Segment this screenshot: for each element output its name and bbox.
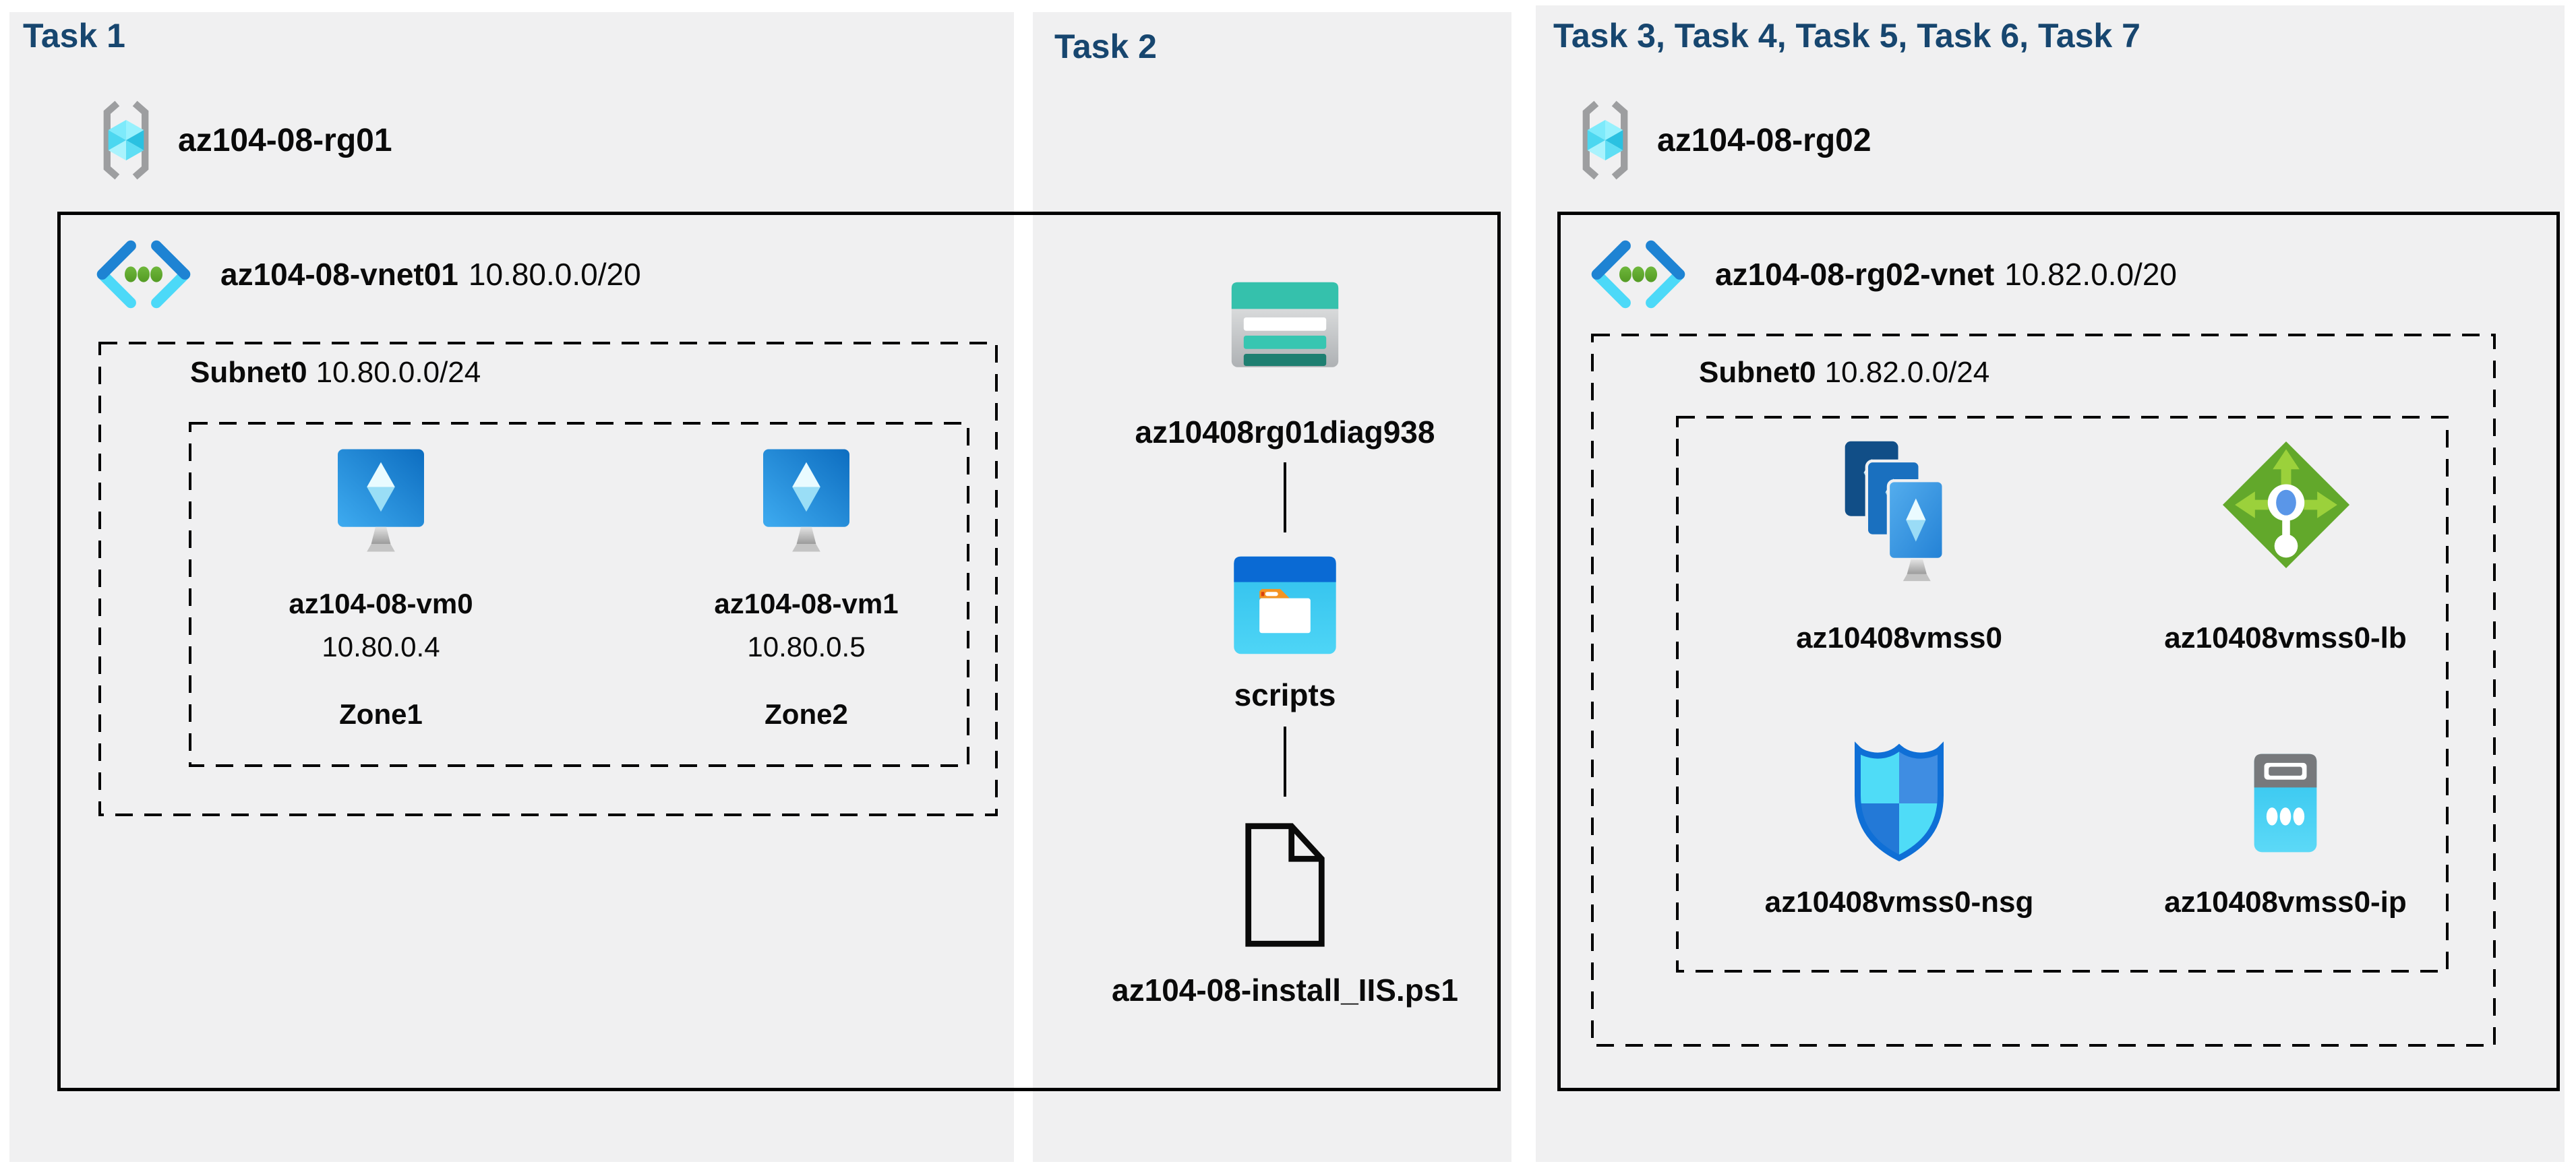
vm-ip: 10.80.0.5 bbox=[747, 631, 866, 663]
virtual-network-icon bbox=[96, 240, 191, 309]
virtual-machine-icon bbox=[763, 449, 849, 552]
vnet-row: az104-08-rg02-vnet 10.82.0.0/20 bbox=[1588, 239, 2177, 310]
subnet-label: Subnet0 10.80.0.0/24 bbox=[190, 356, 481, 390]
virtual-machine-icon bbox=[338, 449, 424, 552]
connector-line bbox=[1284, 727, 1286, 797]
subnet-name: Subnet0 bbox=[190, 356, 307, 389]
load-balancer-icon bbox=[2222, 441, 2350, 569]
script-file-name: az104-08-install_IIS.ps1 bbox=[1112, 973, 1458, 1008]
task2-title: Task 2 bbox=[1054, 28, 1157, 65]
vnet-cidr: 10.82.0.0/20 bbox=[2004, 257, 2177, 292]
vm-group-dashed-box bbox=[189, 422, 969, 767]
nsg-name: az10408vmss0-nsg bbox=[1764, 886, 2034, 919]
container-name: scripts bbox=[1234, 677, 1336, 712]
subnet-cidr: 10.82.0.0/24 bbox=[1824, 356, 1990, 389]
vnet-name: az104-08-vnet01 bbox=[220, 257, 458, 292]
vm-name: az104-08-vm0 bbox=[289, 588, 473, 619]
script-file-icon bbox=[1245, 823, 1325, 947]
vmss-name: az10408vmss0 bbox=[1796, 621, 2002, 654]
virtual-network-icon bbox=[1591, 240, 1685, 309]
resource-group-icon bbox=[1582, 100, 1628, 180]
public-ip-icon bbox=[2254, 754, 2317, 853]
resource-group-row: az104-08-rg02 bbox=[1574, 98, 1871, 182]
resource-group-icon bbox=[103, 100, 149, 180]
resource-group-name: az104-08-rg02 bbox=[1657, 122, 1871, 158]
resource-group-name: az104-08-rg01 bbox=[178, 122, 392, 158]
vm-ip: 10.80.0.4 bbox=[322, 631, 440, 663]
vnet-label: az104-08-rg02-vnet 10.82.0.0/20 bbox=[1715, 256, 2177, 293]
public-ip-name: az10408vmss0-ip bbox=[2164, 886, 2407, 919]
vnet-cidr: 10.80.0.0/20 bbox=[468, 257, 641, 292]
load-balancer-name: az10408vmss0-lb bbox=[2164, 621, 2407, 654]
subnet-label: Subnet0 10.82.0.0/24 bbox=[1699, 356, 1989, 390]
vmss-group-dashed-box bbox=[1676, 416, 2449, 973]
storage-account-icon bbox=[1231, 282, 1339, 367]
vnet-label: az104-08-vnet01 10.80.0.0/20 bbox=[220, 256, 641, 293]
task1-panel bbox=[9, 12, 1014, 1162]
vm-zone: Zone1 bbox=[339, 698, 423, 730]
subnet2-dashed-box bbox=[1591, 334, 2496, 1047]
task1-title: Task 1 bbox=[23, 17, 125, 55]
vnet1-boundary-box bbox=[57, 212, 1501, 1091]
vnet-name: az104-08-rg02-vnet bbox=[1715, 257, 1995, 292]
vm-name: az104-08-vm1 bbox=[714, 588, 899, 619]
vm-scale-set-icon bbox=[1845, 441, 1945, 582]
subnet-name: Subnet0 bbox=[1699, 356, 1816, 389]
network-security-group-icon bbox=[1855, 741, 1944, 862]
connector-line bbox=[1284, 462, 1286, 532]
task3-title: Task 3, Task 4, Task 5, Task 6, Task 7 bbox=[1553, 17, 2140, 55]
vm-zone: Zone2 bbox=[765, 698, 848, 730]
resource-group-row: az104-08-rg01 bbox=[94, 98, 392, 182]
vnet-row: az104-08-vnet01 10.80.0.0/20 bbox=[94, 239, 641, 310]
task3-panel bbox=[1536, 5, 2565, 1162]
subnet1-dashed-box bbox=[98, 342, 998, 816]
storage-account-name: az10408rg01diag938 bbox=[1135, 415, 1435, 450]
vnet2-boundary-box bbox=[1557, 212, 2560, 1091]
subnet-cidr: 10.80.0.0/24 bbox=[316, 356, 481, 389]
scripts-container-icon bbox=[1234, 556, 1336, 654]
